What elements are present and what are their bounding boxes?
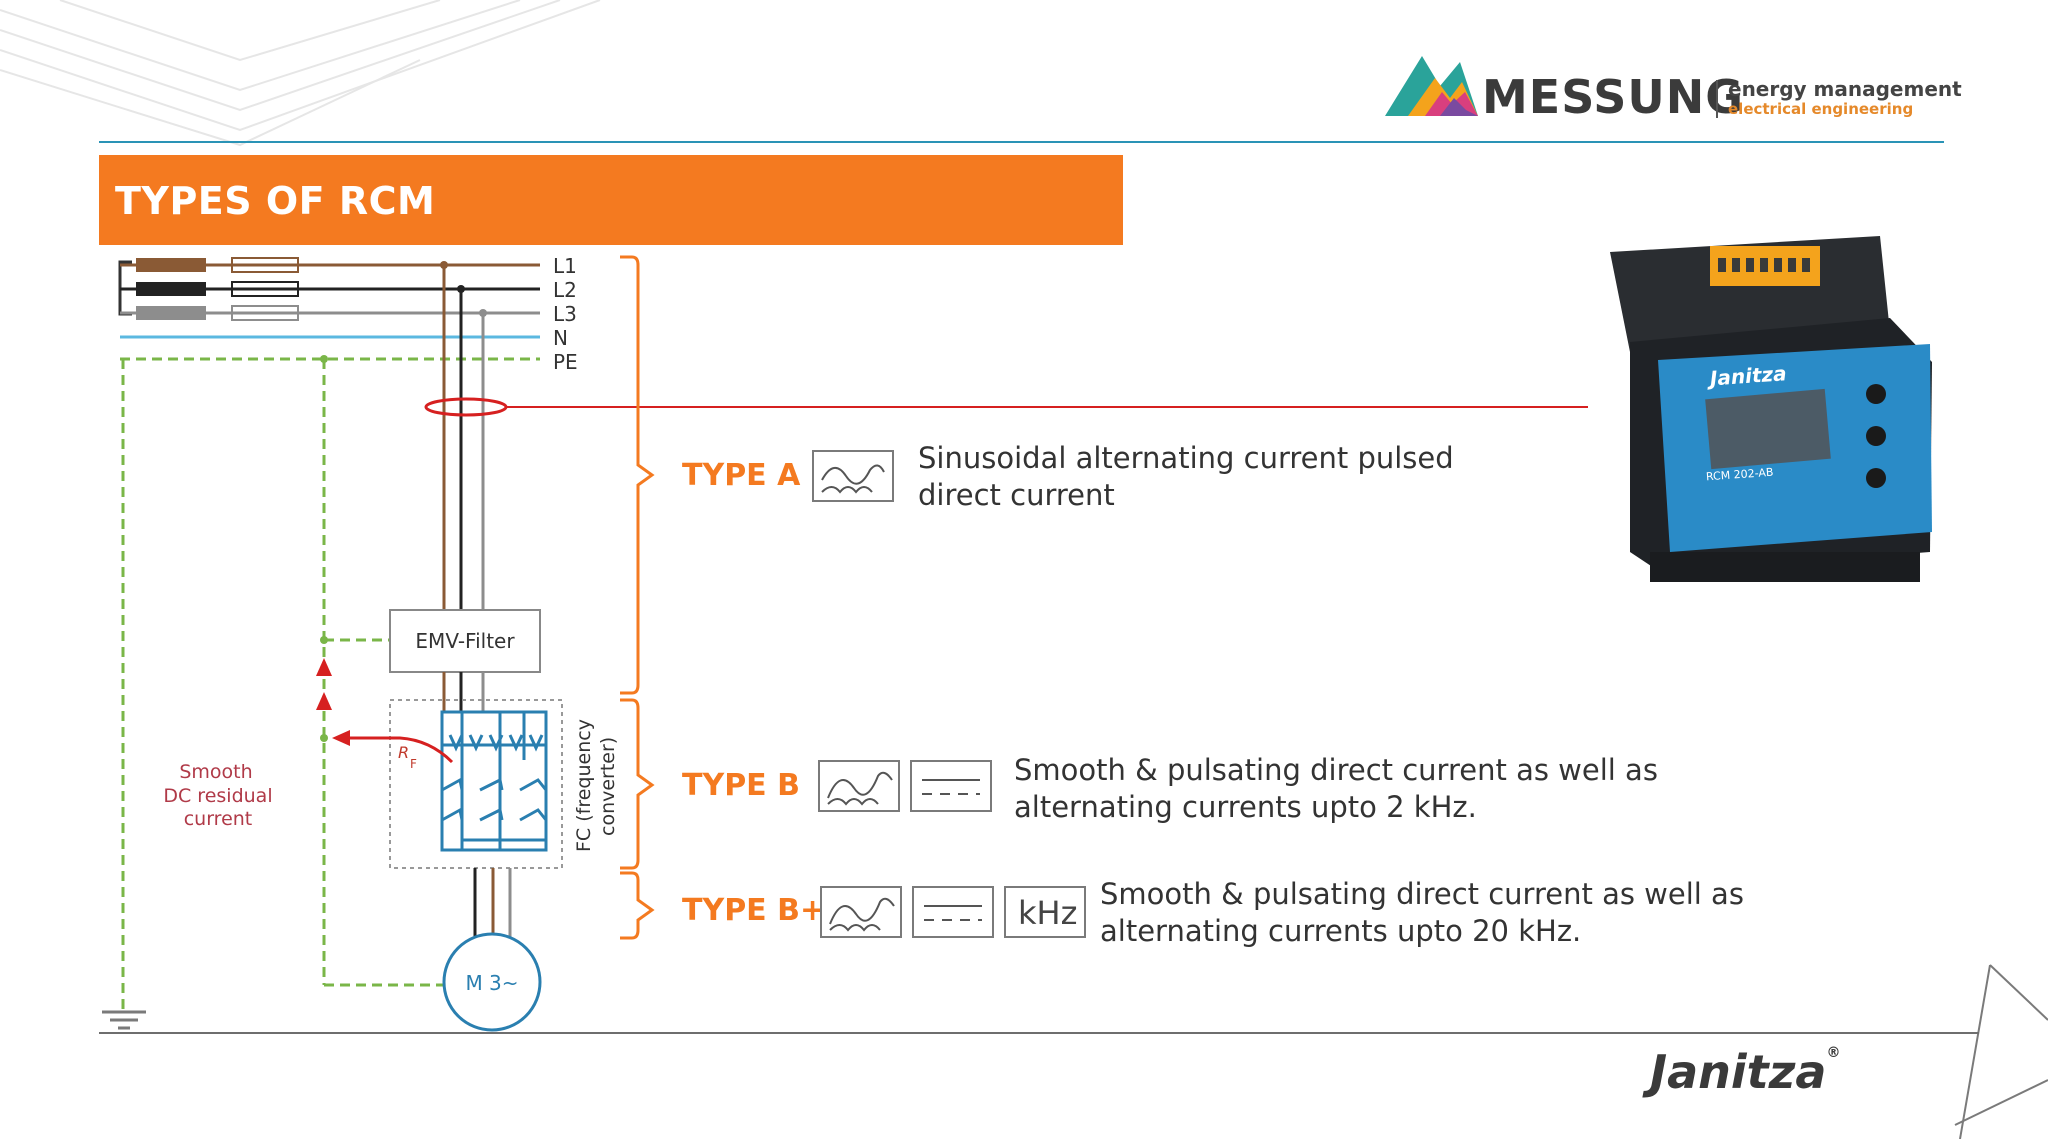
header-divider (99, 141, 1944, 143)
janitza-footer-logo: Janitza® (1650, 1045, 1840, 1099)
type-b-plus-line-2: alternating currents upto 20 kHz. (1100, 914, 1582, 948)
ground-icon (102, 1010, 146, 1030)
type-a-description: Sinusoidal alternating current pulsed di… (918, 440, 1454, 514)
dc-symbol-icon (912, 886, 994, 938)
label-l2: L2 (553, 278, 577, 302)
type-b-line-2: alternating currents upto 2 kHz. (1014, 790, 1477, 824)
fc-circuit (440, 710, 548, 852)
ac-wave-icon (818, 760, 900, 812)
rcm-device-image: Janitza RCM 202-AB (1610, 236, 1932, 582)
brand-separator (1716, 80, 1718, 118)
arrow-up-2 (316, 692, 332, 710)
label-n: N (553, 326, 568, 350)
type-b-plus-label: TYPE B+ (682, 893, 826, 928)
leakage-arrow (340, 736, 454, 764)
type-b-plus-description: Smooth & pulsating direct current as wel… (1100, 876, 1744, 950)
brand-tagline-1: energy management (1728, 77, 1962, 101)
khz-symbol: kHz (1004, 886, 1086, 938)
type-b-plus-line-1: Smooth & pulsating direct current as wel… (1100, 877, 1744, 911)
type-a-label: TYPE A (682, 458, 801, 493)
fc-label-1: FC (frequency (573, 719, 595, 852)
motor-circle (442, 932, 542, 1032)
type-b-description: Smooth & pulsating direct current as wel… (1014, 752, 1658, 826)
footer-divider (99, 1032, 1979, 1034)
smooth-dc-label-1: Smooth (179, 761, 252, 783)
type-a-line-2: direct current (918, 478, 1115, 512)
emv-filter-box (389, 609, 541, 673)
rcm-circuit-diagram: L1 L2 L3 N PE EMV-Filter (102, 254, 1588, 1032)
motor-label: M 3~ (465, 971, 518, 995)
page-title: TYPES OF RCM (115, 179, 436, 223)
corner-decoration (1954, 964, 2048, 1139)
messung-logo-icon (1385, 56, 1478, 116)
registered-mark: ® (1826, 1045, 1841, 1061)
type-b-label: TYPE B (682, 768, 800, 803)
dc-symbol-icon (910, 760, 992, 812)
device-model: RCM 202-AB (1706, 466, 1774, 484)
smooth-dc-label-3: current (184, 808, 253, 830)
smooth-dc-label-2: DC residual (163, 785, 272, 807)
ac-wave-icon (812, 450, 894, 502)
rf-subscript: F (410, 757, 417, 771)
frequency-converter-box (389, 699, 563, 869)
label-l1: L1 (553, 254, 577, 278)
brand-tagline-2: electrical engineering (1728, 100, 1914, 118)
title-bar: TYPES OF RCM (99, 155, 1123, 245)
label-l3: L3 (553, 302, 577, 326)
device-brand: Janitza (1705, 361, 1787, 391)
type-a-line-1: Sinusoidal alternating current pulsed (918, 441, 1454, 475)
rcm-sensor-ring (424, 397, 508, 417)
arrow-up-1 (316, 658, 332, 676)
emv-filter-label: EMV-Filter (415, 629, 515, 653)
fc-label-2: converter) (597, 737, 619, 836)
type-b-line-1: Smooth & pulsating direct current as wel… (1014, 753, 1658, 787)
brand-name: MESSUNG (1482, 70, 1744, 124)
khz-text: kHz (1018, 894, 1078, 932)
orange-braces (620, 255, 655, 940)
rf-label: R (398, 743, 409, 762)
footer-brand-text: Janitza (1650, 1045, 1827, 1099)
label-pe: PE (553, 350, 578, 374)
ac-wave-icon (820, 886, 902, 938)
